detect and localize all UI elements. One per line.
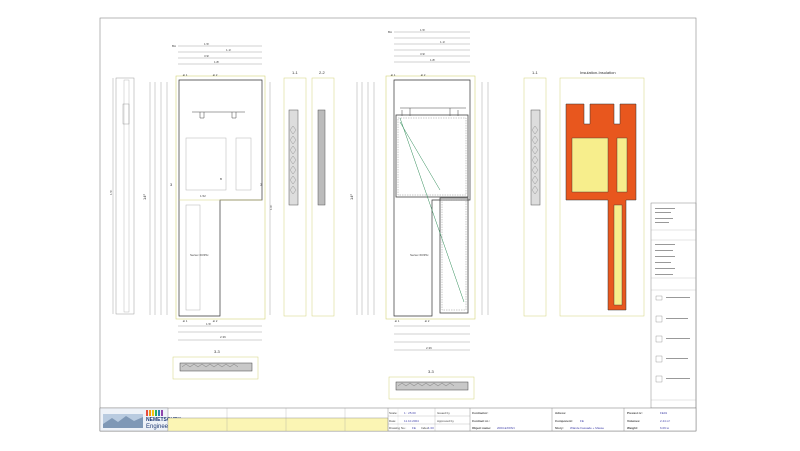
svg-text:Precast nr:: Precast nr: <box>627 411 643 415</box>
svg-text:◄ 2: ◄ 2 <box>212 73 218 77</box>
svg-text:◄ 1: ◄ 1 <box>182 73 188 77</box>
svg-text:Component:: Component: <box>555 419 573 423</box>
section-view-right: 1-1 <box>523 70 547 317</box>
insulation-view: Insulation-Insulation <box>559 70 645 317</box>
svg-text:FE01: FE01 <box>660 411 668 415</box>
svg-text:2.36: 2.36 <box>220 335 226 339</box>
svg-text:2.36: 2.36 <box>426 346 432 350</box>
svg-text:Index:: Index: <box>421 426 429 430</box>
section-1-1-right: 1-1 <box>532 70 539 75</box>
svg-text:6.09 to: 6.09 to <box>660 426 670 430</box>
right-bottom-dimensions <box>394 325 470 351</box>
svg-text:BA: BA <box>388 30 392 34</box>
svg-text:BA: BA <box>172 44 176 48</box>
svg-text:Volumes:: Volumes: <box>627 419 640 423</box>
svg-text:3-3: 3-3 <box>428 369 435 374</box>
section-views-left: 1-1 2-2 <box>283 70 335 317</box>
svg-text:Wände Fassade + Masse: Wände Fassade + Masse <box>570 426 604 430</box>
section-3-3-left: 3-3 <box>172 349 259 380</box>
svg-text:◄ 1: ◄ 1 <box>390 73 396 77</box>
svg-text:FE: FE <box>580 419 584 423</box>
element-label-right: Sertec 60/35x <box>410 253 429 257</box>
svg-text:Weight:: Weight: <box>627 426 638 430</box>
svg-text:1.5²: 1.5² <box>420 28 425 32</box>
logo-text-bottom: Engineering <box>146 424 178 430</box>
svg-text:Issued by: Issued by <box>437 411 450 415</box>
svg-text:Story:: Story: <box>555 426 564 430</box>
section-1-1-left: 1-1 <box>292 70 299 75</box>
svg-text:1.8²: 1.8² <box>430 58 435 62</box>
left-bottom-dimensions <box>178 325 262 341</box>
svg-text:Object name:: Object name: <box>472 426 491 430</box>
svg-text:Date:: Date: <box>389 419 396 423</box>
svg-text:1.5²: 1.5² <box>204 42 209 46</box>
svg-text:3.9²: 3.9² <box>420 52 425 56</box>
svg-text:FE: FE <box>412 426 416 430</box>
svg-text:◄ 1: ◄ 1 <box>394 319 400 323</box>
svg-text:Scale:: Scale: <box>389 411 398 415</box>
svg-text:1.1²: 1.1² <box>440 40 445 44</box>
svg-text:1.52: 1.52 <box>200 194 206 198</box>
svg-text:1.5²: 1.5² <box>109 190 113 195</box>
logo-text-top: NEMETSCHEK <box>146 417 181 423</box>
svg-text:1.1²: 1.1² <box>226 48 231 52</box>
section-2-2: 2-2 <box>319 70 326 75</box>
right-top-dimensions <box>394 31 470 63</box>
svg-text:3-3: 3-3 <box>214 349 221 354</box>
left-elevation: 1.5² 14² 1.52 B Sertec 60/35x 3 3 ◄ 1 ◄ … <box>109 73 273 323</box>
svg-text:Contractor:: Contractor: <box>472 411 488 415</box>
svg-text:1.8²: 1.8² <box>214 60 219 64</box>
svg-text:B: B <box>220 177 222 181</box>
svg-text:11.10.2004: 11.10.2004 <box>404 419 419 423</box>
svg-text:1.0²: 1.0² <box>269 205 273 210</box>
svg-text:Adress:: Adress: <box>555 411 566 415</box>
svg-text:14²: 14² <box>142 194 147 200</box>
svg-text:Drawing No.:: Drawing No.: <box>389 426 407 430</box>
svg-text:Contract nr.:: Contract nr.: <box>472 419 490 423</box>
svg-text:◄ 2: ◄ 2 <box>424 319 430 323</box>
svg-text:3: 3 <box>170 182 173 187</box>
svg-text:◄ 2: ◄ 2 <box>212 319 218 323</box>
svg-text:Approved by: Approved by <box>437 419 454 423</box>
svg-text:1 00: 1 00 <box>428 426 434 430</box>
section-3-3-right: 3-3 <box>388 369 475 400</box>
left-top-dimensions <box>178 45 262 65</box>
svg-text:1 : 25.00: 1 : 25.00 <box>404 411 416 415</box>
svg-text:14²: 14² <box>349 194 354 200</box>
legend-panel <box>650 202 697 409</box>
sheet-border <box>99 17 697 432</box>
svg-text:2003-EXPAN: 2003-EXPAN <box>497 426 515 430</box>
svg-text:◄ 1: ◄ 1 <box>182 319 188 323</box>
svg-text:3: 3 <box>260 182 263 187</box>
svg-text:2.44 m³: 2.44 m³ <box>660 419 670 423</box>
svg-text:3.9²: 3.9² <box>204 54 209 58</box>
svg-text:1.5²: 1.5² <box>206 322 211 326</box>
insulation-title: Insulation-Insulation <box>580 70 616 75</box>
right-elevation: 14² Sertec 60/35x ◄ 1 ◄ 2 ◄ 1 ◄ 2 <box>349 73 489 323</box>
svg-text:◄ 2: ◄ 2 <box>420 73 426 77</box>
title-block: NEMETSCHEK Engineering Scale: 1 : 25.00 … <box>99 407 697 432</box>
element-label-left: Sertec 60/35x <box>190 253 209 257</box>
